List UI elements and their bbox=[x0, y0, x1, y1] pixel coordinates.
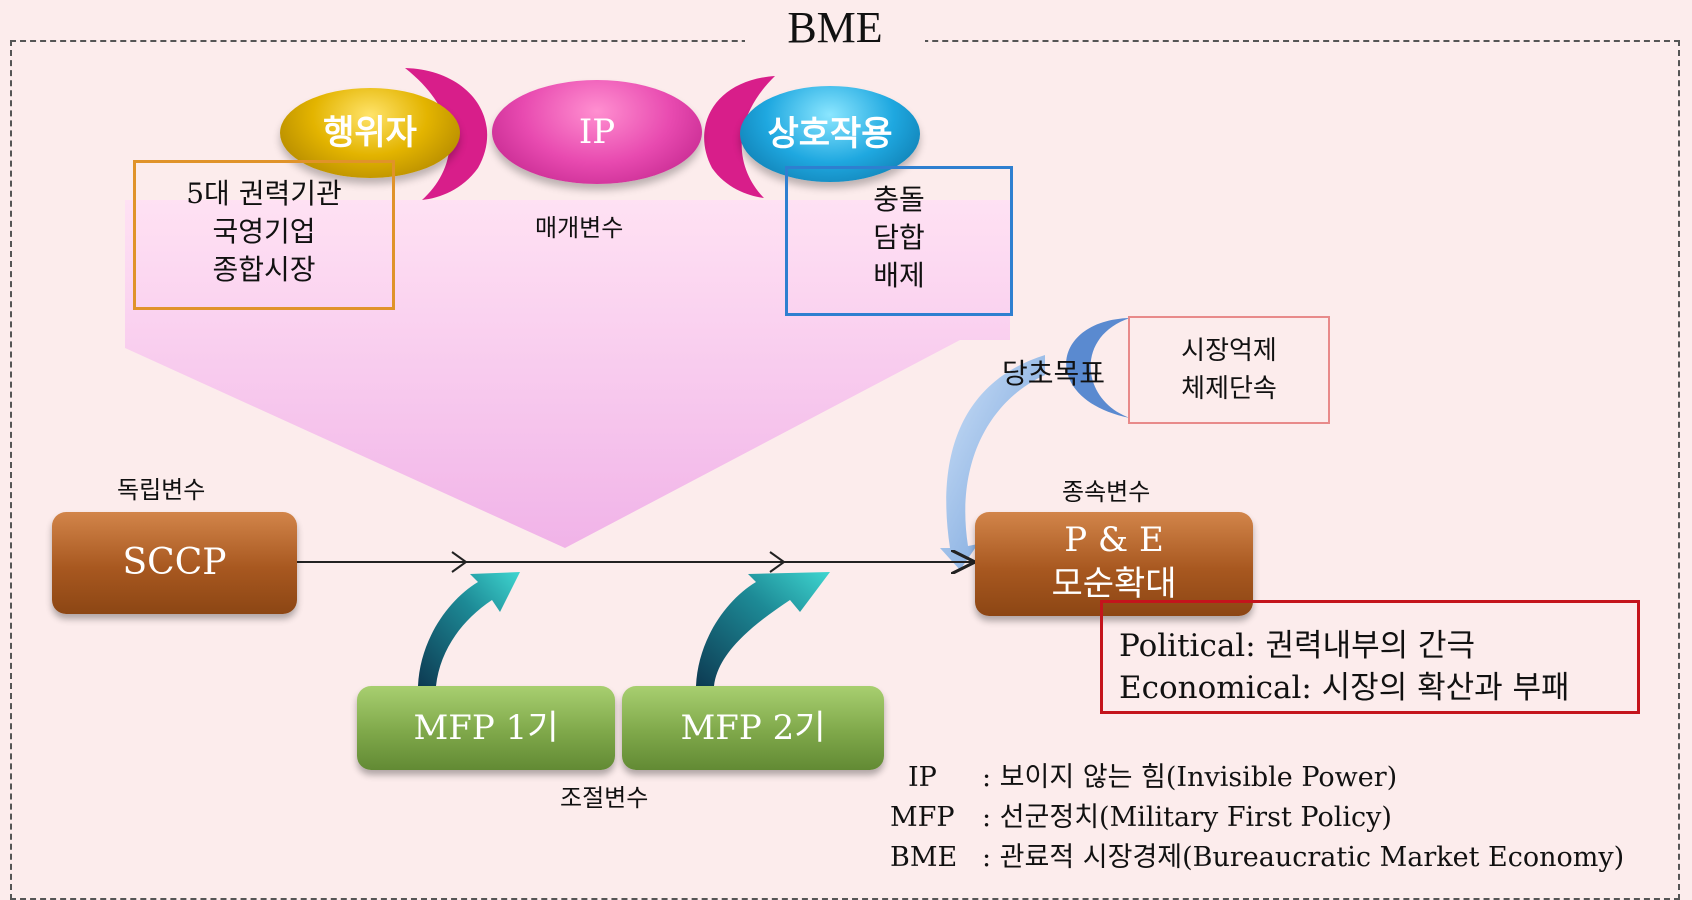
moderator-caption: 조절변수 bbox=[560, 784, 649, 812]
flow-chevron-2 bbox=[769, 551, 786, 573]
pe-box: P & E 모순확대 bbox=[975, 512, 1253, 616]
legend-item: MFP : 선군정치(Military First Policy) bbox=[890, 798, 1624, 838]
legend: IP : 보이지 않는 힘(Invisible Power) MFP : 선군정치(… bbox=[890, 758, 1624, 878]
diagram-title: BME bbox=[745, 0, 925, 56]
pe-line2: 모순확대 bbox=[1051, 564, 1177, 604]
legend-key: BME bbox=[890, 842, 958, 873]
goal-curved-arrow bbox=[940, 355, 1045, 570]
actor-item: 5대 권력기관 bbox=[186, 177, 342, 210]
ip-caption: 매개변수 bbox=[535, 214, 624, 242]
legend-item: BME : 관료적 시장경제(Bureaucratic Market Econom… bbox=[890, 838, 1624, 878]
sccp-box: SCCP bbox=[52, 512, 297, 614]
goal-label: 당초목표 bbox=[1002, 357, 1106, 390]
independent-caption: 독립변수 bbox=[117, 476, 206, 504]
actor-items-box: 5대 권력기관 국영기업 종합시장 bbox=[133, 160, 395, 310]
dependent-caption: 종속변수 bbox=[1062, 478, 1151, 506]
mfp2-box: MFP 2기 bbox=[622, 686, 884, 770]
actor-item: 종합시장 bbox=[212, 253, 316, 286]
legend-key: IP bbox=[908, 762, 937, 793]
goal-item: 체제단속 bbox=[1181, 374, 1277, 404]
legend-item: IP : 보이지 않는 힘(Invisible Power) bbox=[890, 758, 1624, 798]
goal-arc bbox=[1066, 318, 1130, 418]
actor-ellipse: 행위자 bbox=[280, 88, 460, 178]
mfp1-arrow bbox=[418, 572, 520, 686]
legend-key: MFP bbox=[890, 802, 955, 833]
mfp1-box: MFP 1기 bbox=[357, 686, 615, 770]
pe-line1: P & E bbox=[1064, 520, 1164, 560]
goal-items-box: 시장억제 체제단속 bbox=[1128, 316, 1330, 424]
mfp2-arrow bbox=[696, 572, 830, 686]
legend-text: : 관료적 시장경제(Bureaucratic Market Economy) bbox=[982, 842, 1625, 873]
actor-item: 국영기업 bbox=[212, 215, 316, 248]
magenta-crescent-right bbox=[704, 76, 775, 198]
legend-text: : 선군정치(Military First Policy) bbox=[982, 802, 1392, 833]
funnel-arrow bbox=[125, 200, 1010, 548]
legend-text: : 보이지 않는 힘(Invisible Power) bbox=[982, 762, 1398, 793]
interaction-items-box: 충돌 담합 배제 bbox=[785, 166, 1013, 316]
pe-detail-box: Political: 권력내부의 간극 Economical: 시장의 확산과 … bbox=[1100, 600, 1640, 714]
pe-detail-political: Political: 권력내부의 간극 bbox=[1119, 628, 1476, 664]
pe-detail-economical: Economical: 시장의 확산과 부패 bbox=[1119, 670, 1570, 706]
interaction-item: 충돌 bbox=[873, 183, 925, 216]
ip-ellipse: IP bbox=[492, 80, 702, 184]
goal-item: 시장억제 bbox=[1181, 336, 1277, 366]
interaction-item: 담합 bbox=[873, 221, 925, 254]
magenta-crescent-left bbox=[405, 68, 488, 200]
interaction-item: 배제 bbox=[873, 259, 925, 292]
flow-chevron-1 bbox=[451, 551, 468, 573]
